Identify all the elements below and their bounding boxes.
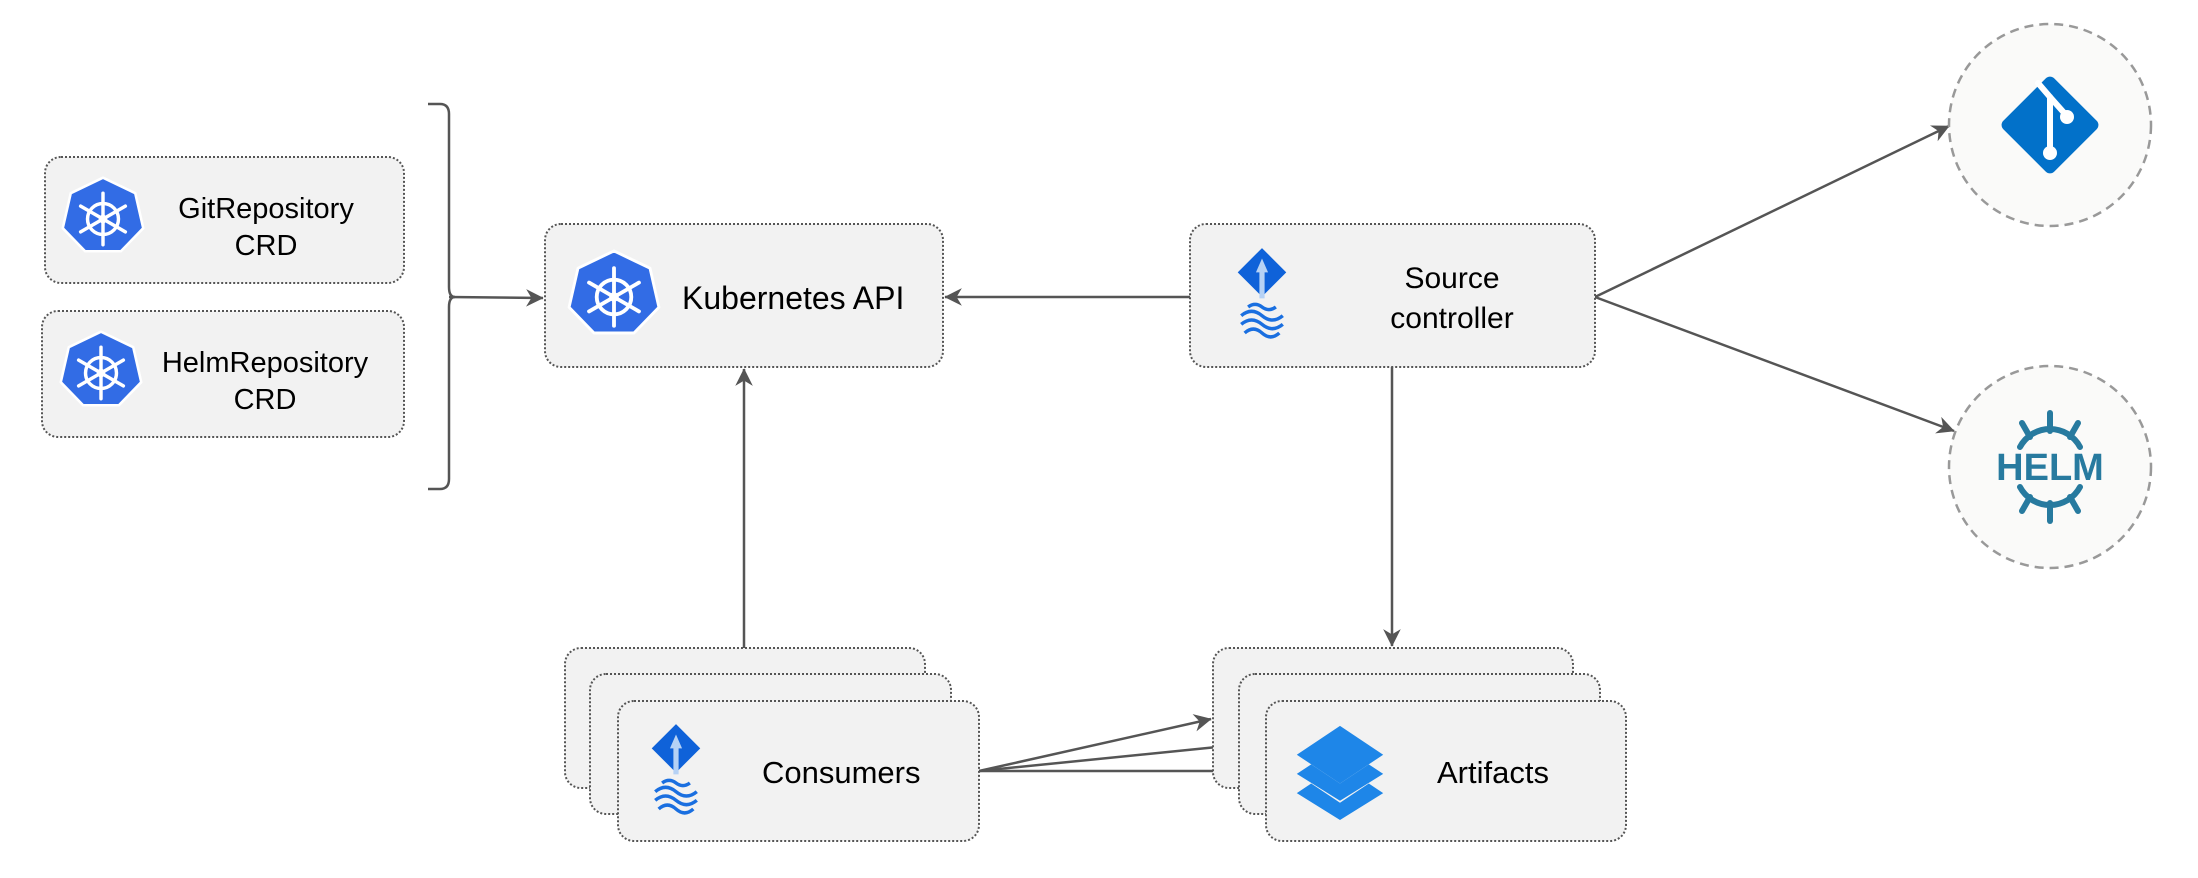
edge-crds-to-kubernetes-api: [448, 289, 544, 307]
node-helm-repository-crd[interactable]: HelmRepository CRD: [41, 310, 405, 438]
node-label: Kubernetes API: [682, 280, 904, 316]
node-label: CRD: [234, 384, 297, 416]
helm-icon: HELM: [1996, 410, 2104, 524]
node-label: CRD: [235, 230, 298, 262]
node-helm[interactable]: HELM: [1947, 364, 2153, 570]
edge-source-controller-to-helm: [1594, 295, 1955, 434]
helm-logo-text: HELM: [1996, 447, 2104, 489]
node-label: Consumers: [762, 755, 921, 790]
edge-consumers-to-artifacts-1: [978, 714, 1212, 773]
git-icon: [2001, 76, 2099, 174]
crd-group-brace: [428, 102, 456, 491]
edge-consumers-to-artifacts-2: [978, 737, 1238, 773]
node-artifacts[interactable]: Artifacts: [1212, 647, 1627, 842]
node-git-repository-crd[interactable]: GitRepository CRD: [44, 156, 405, 284]
node-label: Source: [1404, 262, 1499, 295]
edge-source-controller-to-git: [1594, 124, 1950, 299]
node-label: HelmRepository: [162, 347, 369, 379]
node-source-controller[interactable]: Source controller: [1189, 223, 1596, 368]
node-label: GitRepository: [178, 193, 354, 225]
node-git[interactable]: [1947, 22, 2153, 228]
edges: [448, 124, 1955, 780]
node-label: Artifacts: [1437, 755, 1549, 790]
node-kubernetes-api[interactable]: Kubernetes API: [544, 223, 944, 368]
node-consumers[interactable]: Consumers: [564, 647, 980, 842]
node-label: controller: [1390, 302, 1513, 335]
